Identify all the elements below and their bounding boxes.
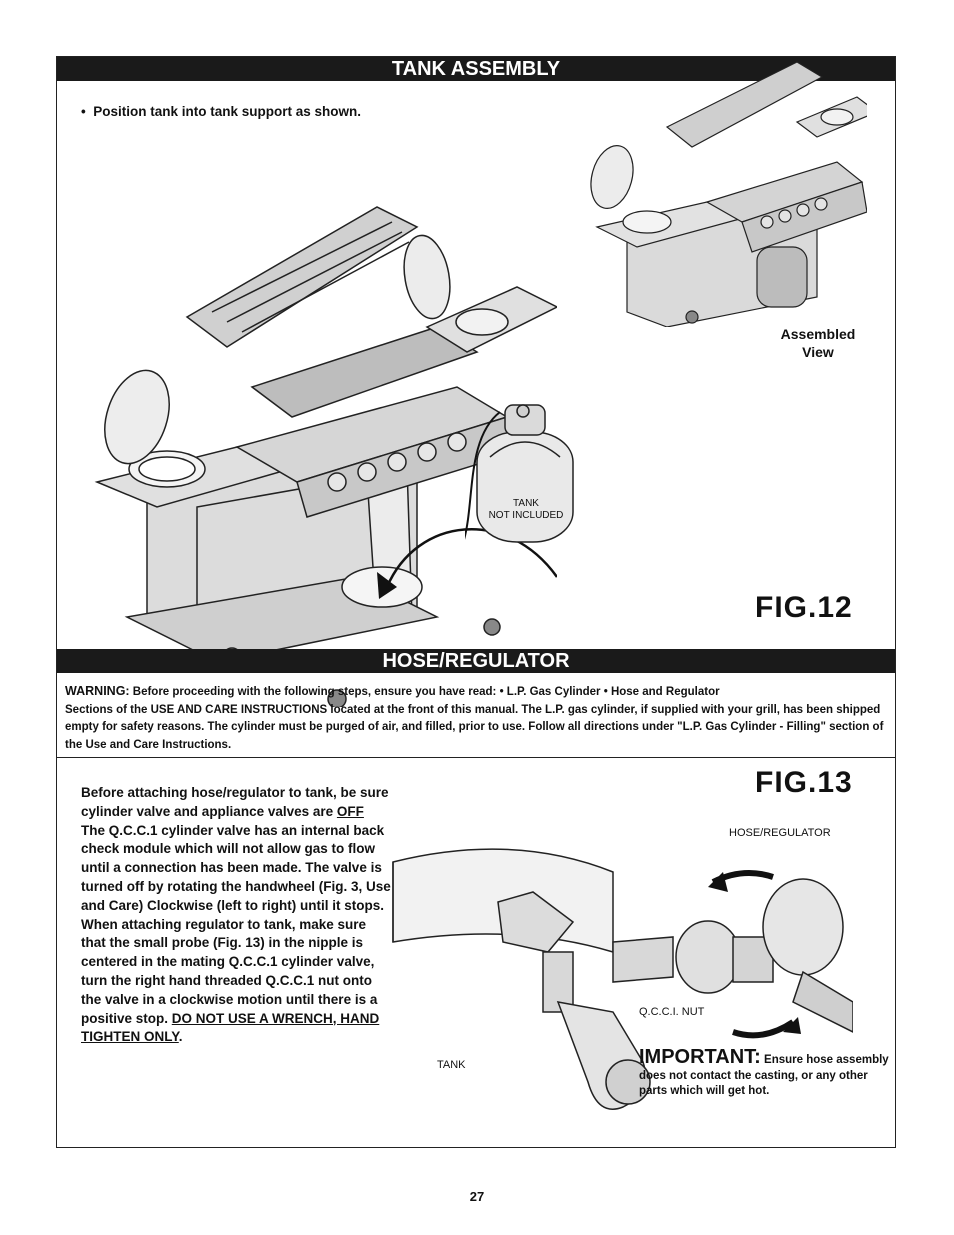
assembled-view-line1: Assembled [780, 326, 856, 342]
tank-illustration [465, 404, 574, 543]
warning-line1: Before proceeding with the following ste… [132, 686, 720, 698]
warning-rest: Sections of the USE AND CARE INSTRUCTION… [65, 703, 884, 751]
warning-block: WARNING: Before proceeding with the foll… [65, 683, 891, 754]
section-divider [57, 757, 895, 758]
hose-regulator-header: HOSE/REGULATOR [57, 649, 895, 673]
instr-body: The Q.C.C.1 cylinder valve has an intern… [81, 822, 391, 1026]
important-title: IMPORTANT: [639, 1046, 761, 1068]
tank-assembly-header: TANK ASSEMBLY [57, 57, 895, 81]
tank-label-line2: NOT INCLUDED [488, 510, 564, 521]
important-note: IMPORTANT: Ensure hose assembly does not… [639, 1047, 897, 1100]
fig-12-label: FIG.12 [755, 591, 853, 624]
valve-regulator-illustration [392, 848, 853, 1110]
assembled-view-illustration [590, 61, 867, 327]
important-text: Ensure hose assembly does not contact th… [639, 1054, 889, 1097]
page-frame: TANK ASSEMBLY • Position tank into tank … [56, 56, 896, 1148]
tank-fig13-label: TANK [437, 1059, 466, 1071]
hose-regulator-label: HOSE/REGULATOR [729, 827, 831, 839]
instr-warning: DO NOT USE A WRENCH, HAND TIGHTEN ONLY [81, 1010, 380, 1045]
instructions-text: Before attaching hose/regulator to tank,… [81, 784, 391, 1047]
tank-label-line1: TANK [513, 498, 539, 509]
warning-label: WARNING: [65, 684, 130, 698]
qcc-nut-label: Q.C.C.I. NUT [639, 1006, 705, 1018]
instr-off: OFF [336, 803, 364, 819]
assembled-view-label: Assembled View [767, 325, 869, 361]
instr-intro: Before attaching hose/regulator to tank,… [81, 785, 389, 819]
assembled-view-line2: View [802, 344, 834, 360]
tank-assembly-bullet: • Position tank into tank support as sho… [81, 104, 361, 119]
instr-end: . [178, 1029, 183, 1045]
fig-13-label: FIG.13 [755, 766, 853, 799]
page-number: 27 [469, 1189, 485, 1204]
tank-label: TANK NOT INCLUDED [482, 498, 570, 522]
grill-illustration [94, 206, 557, 707]
bullet-text: Position tank into tank support as shown… [93, 104, 361, 119]
